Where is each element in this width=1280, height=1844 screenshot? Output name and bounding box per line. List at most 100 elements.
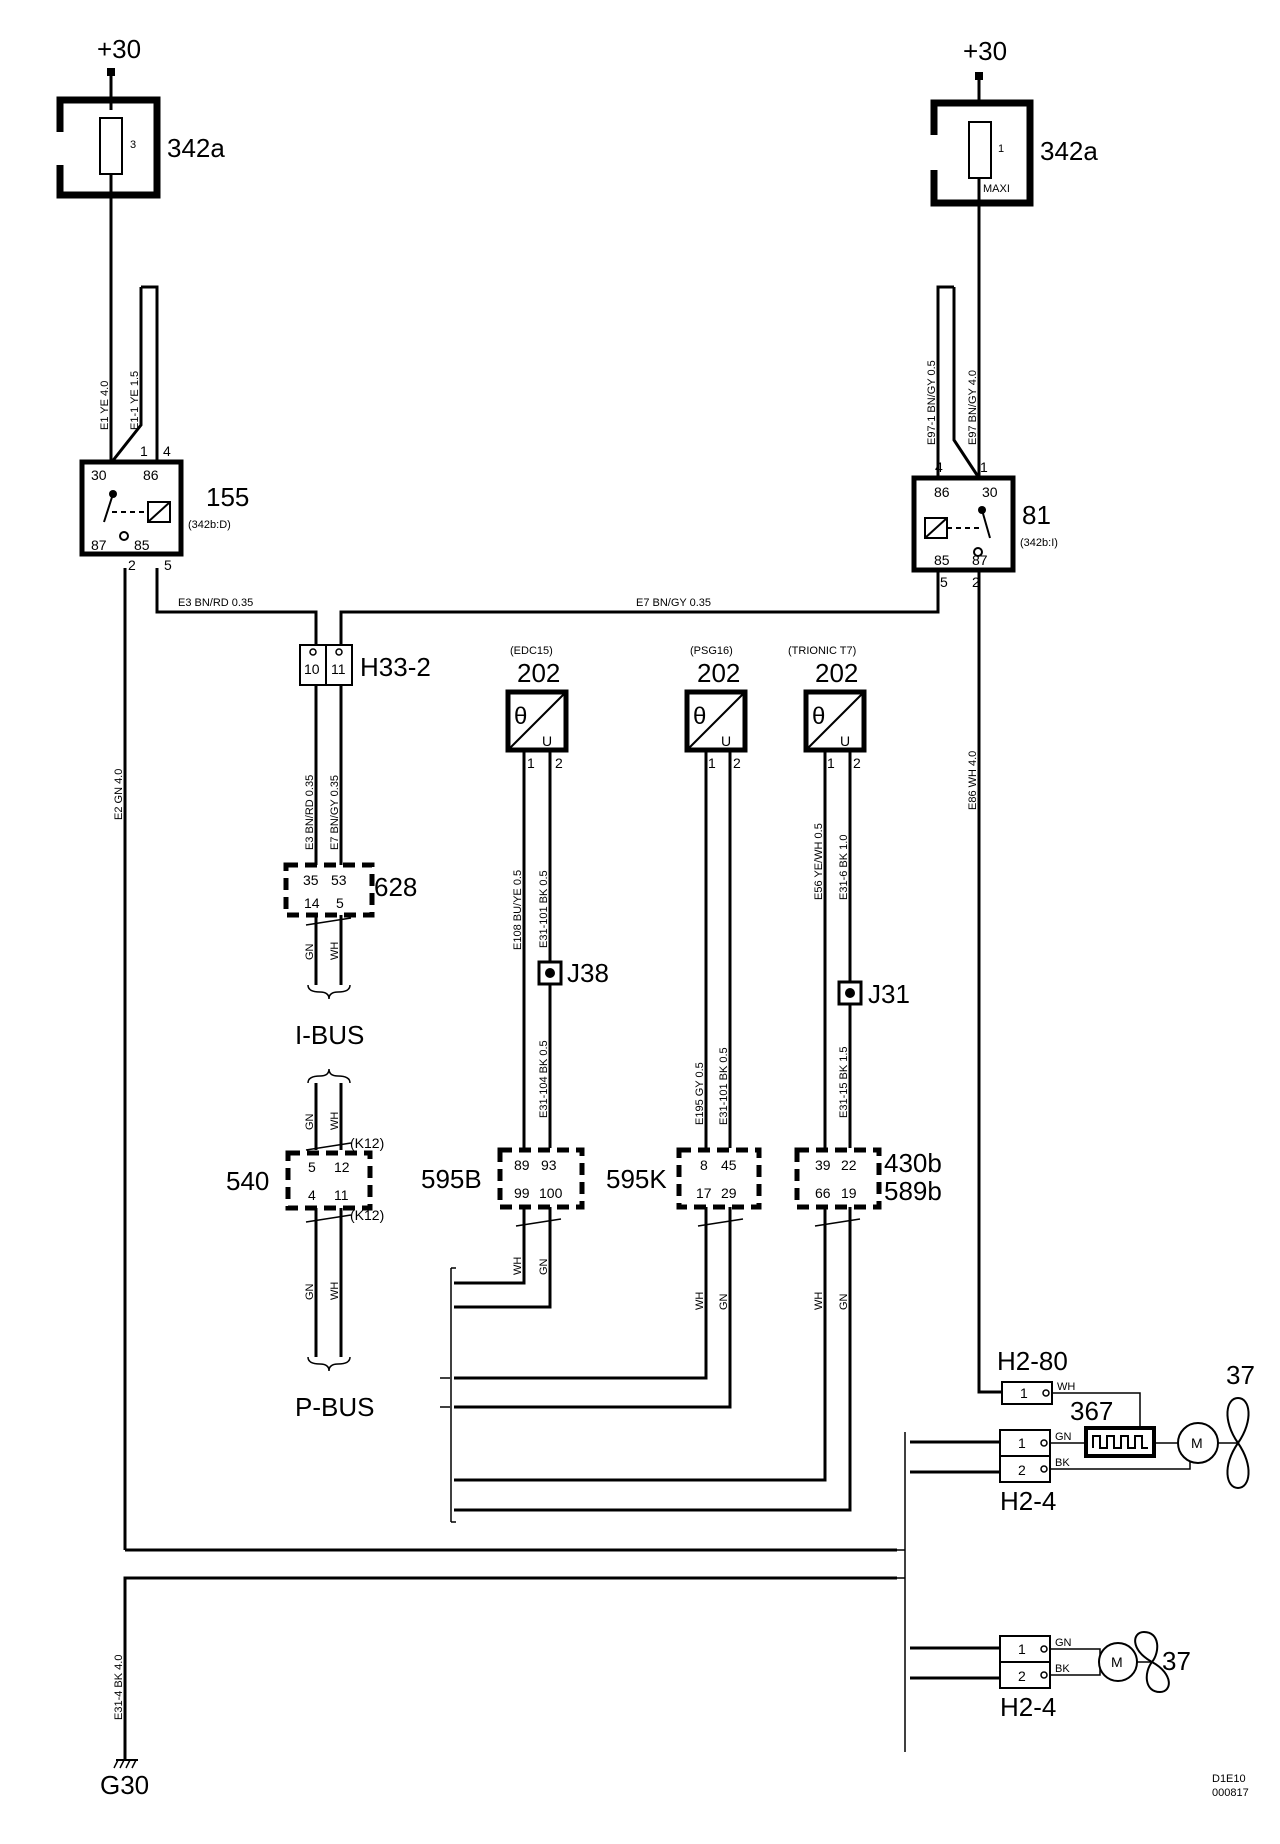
h33-id: H33-2 [360,652,431,682]
connector-h2-4-top: 1 2 [999,1429,1051,1483]
c595k-pin-29: 29 [721,1185,737,1201]
c595b-gn-label: GN [538,1258,550,1275]
relay-81-term-5: 5 [940,574,948,590]
sensor-edc15-pin-1: 1 [527,755,535,771]
wire-label-e1: E1 YE 4.0 [99,381,111,430]
relay-155-pin-87: 87 [91,537,107,553]
c430-pin-19: 19 [841,1185,857,1201]
supply-left-terminal [107,68,115,76]
relay-81-pin-85: 85 [934,552,950,568]
c430-pin-66: 66 [815,1185,831,1201]
i-bus-wh-label: WH [329,942,341,960]
p-bus-gn-label: GN [304,1283,316,1300]
ground-g30-label: G30 [100,1770,149,1800]
fan-bottom-id: 37 [1162,1646,1191,1676]
wire-label-e108: E108 BU/YE 0.5 [512,870,524,950]
c595b-wh-label: WH [512,1257,524,1275]
sensor-psg16-u: U [721,733,731,749]
connector-540: 5 12 4 11 540 [226,1150,373,1211]
resistor-367-id: 367 [1070,1396,1113,1426]
h2-4-top-id: H2-4 [1000,1486,1056,1516]
h2-4-bottom-pin-2: 2 [1018,1668,1026,1684]
relay-155-term-5: 5 [164,557,172,573]
relay-155-pin-85: 85 [134,537,150,553]
fuse-left [99,117,123,175]
h2-80-id: H2-80 [997,1346,1068,1376]
fan-blade-bottom-icon [1134,1630,1170,1694]
c595b-pin-89: 89 [514,1157,530,1173]
sensor-edc15: θ U [505,689,569,753]
fuse-box-right: 1 MAXI 342a [930,99,1098,207]
c595b-pin-100: 100 [539,1185,563,1201]
wire-label-e2: E2 GN 4.0 [113,769,125,820]
sensor-psg16-pin-1: 1 [708,755,716,771]
connector-430b-589b: 39 22 66 19 430b 589b [794,1147,942,1210]
c540-wh-top: WH [329,1112,341,1130]
h33-pin-11: 11 [331,661,346,677]
relay-81-pin-86: 86 [934,484,950,500]
i-bus-gn-label: GN [304,943,316,960]
relay-155-term-1: 1 [140,443,148,459]
h2-80-wh-label: WH [1057,1381,1075,1393]
c540-pin-5: 5 [308,1159,316,1175]
h2-4-bottom-id: H2-4 [1000,1692,1056,1722]
wire-label-e7-v: E7 BN/GY 0.35 [329,775,341,850]
c540-k12-bottom: (K12) [350,1207,384,1223]
resistor-367 [1084,1426,1156,1458]
sensor-trionic-u: U [840,733,850,749]
wire-label-e31-104: E31-104 BK 0.5 [538,1040,550,1118]
c430-pin-22: 22 [841,1157,857,1173]
sensor-psg16-id: 202 [697,658,740,688]
relay-155-id: 155 [206,482,249,512]
wire-label-e31-15: E31-15 BK 1.5 [838,1046,850,1118]
c540-pin-11: 11 [334,1187,349,1203]
h2-4-bottom-pin-1: 1 [1018,1641,1026,1657]
fuse-right-id: 342a [1040,136,1098,166]
sensor-psg16-sub: (PSG16) [690,645,733,657]
c628-pin-5: 5 [336,895,344,911]
wire-label-e31-6: E31-6 BK 1.0 [838,835,850,900]
wire-label-e86: E86 WH 4.0 [967,751,979,810]
relay-155-pin-30: 30 [91,467,107,483]
wire-label-e195: E195 GY 0.5 [694,1062,706,1125]
wire-label-e97: E97 BN/GY 4.0 [967,370,979,445]
connector-595b: 89 93 99 100 595B [421,1147,585,1210]
wire-label-e3-v: E3 BN/RD 0.35 [304,775,316,850]
c628-id: 628 [374,872,417,902]
junction-j38: J38 [537,958,609,988]
relay-155-term-2: 2 [128,557,136,573]
fuse-right-number: 1 [998,143,1004,155]
c430-gn-label: GN [838,1293,850,1310]
sensor-edc15-u: U [542,733,552,749]
supply-right-label: +30 [963,36,1007,66]
relay-81-ref: (342b:I) [1020,537,1058,549]
sensor-edc15-theta: θ [514,703,527,730]
h2-4-bottom-gn-label: GN [1055,1637,1072,1649]
c430-pin-39: 39 [815,1157,831,1173]
relay-81-id: 81 [1022,500,1051,530]
h2-4-top-gn-label: GN [1055,1431,1072,1443]
ground-symbol [113,1759,138,1769]
h33-pin-10: 10 [304,661,320,677]
relay-81-term-1: 1 [980,459,988,475]
relay-81-pin-30: 30 [982,484,998,500]
fan-motor-top: M [1177,1396,1250,1490]
wire-label-e31-4: E31-4 BK 4.0 [113,1655,125,1720]
sensor-psg16: θ U [684,689,748,753]
h2-4-bottom-bk-label: BK [1055,1663,1070,1675]
relay-155-pin-86: 86 [143,467,159,483]
splice-h33-2: 10 11 H33-2 [299,644,431,686]
fan-blade-top-icon [1226,1396,1250,1490]
fan-top-id: 37 [1226,1360,1255,1390]
sensor-trionic-theta: θ [812,703,825,730]
wire-label-e7: E7 BN/GY 0.35 [636,597,711,609]
fuse-left-number: 3 [130,139,136,151]
sensor-edc15-id: 202 [517,658,560,688]
junction-j31: J31 [837,979,910,1009]
fuse-right [968,121,992,179]
connector-h2-80: 1 [1001,1381,1053,1405]
relay-155-ref: (342b:D) [188,519,231,531]
h2-4-top-bk-label: BK [1055,1457,1070,1469]
c540-gn-top: GN [304,1113,316,1130]
